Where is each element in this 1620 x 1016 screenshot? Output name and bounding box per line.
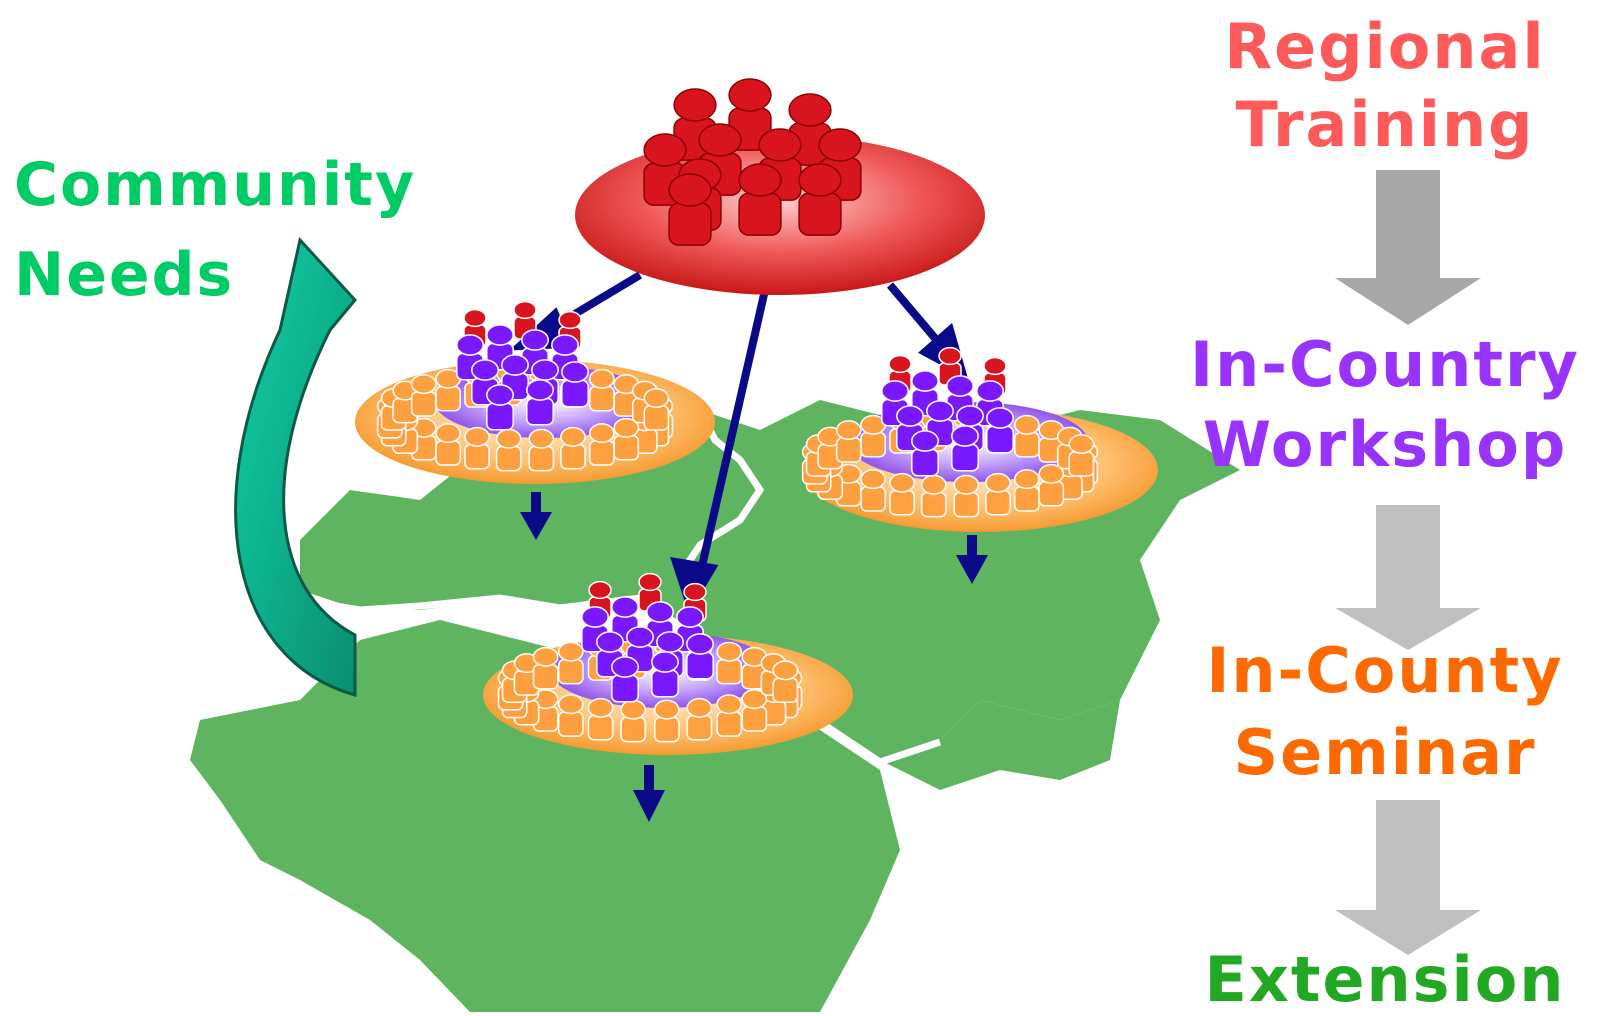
stage-regional-line1: Regional bbox=[1224, 10, 1546, 83]
arrow-down-icon bbox=[520, 492, 988, 822]
person-icon bbox=[920, 474, 947, 518]
person-icon bbox=[835, 420, 862, 463]
person-icon bbox=[889, 472, 915, 516]
stage-regional-line2: Training bbox=[1235, 88, 1535, 161]
map-region-right bbox=[880, 700, 1120, 790]
person-icon bbox=[589, 368, 615, 412]
person-icon bbox=[532, 646, 559, 690]
person-icon bbox=[741, 646, 768, 690]
person-icon bbox=[651, 651, 679, 698]
person-icon bbox=[985, 472, 1011, 516]
stage-extension-line1: Extension bbox=[1204, 943, 1566, 1016]
stage-in-county-seminar: In-County Seminar bbox=[1150, 630, 1620, 794]
person-icon bbox=[435, 423, 461, 466]
stage-seminar-line1: In-County bbox=[1206, 634, 1564, 707]
community-label-line2: Needs bbox=[14, 240, 235, 310]
person-icon bbox=[798, 163, 842, 236]
stage-extension: Extension bbox=[1150, 945, 1620, 1015]
workshop-cluster-right bbox=[801, 346, 1158, 532]
regional-trainers-group bbox=[575, 78, 985, 295]
stage-workshop-line1: In-Country bbox=[1190, 328, 1580, 401]
person-icon bbox=[860, 469, 886, 512]
curved-arrow-icon bbox=[234, 236, 357, 697]
person-icon bbox=[772, 660, 799, 704]
person-icon bbox=[911, 430, 939, 477]
arrow-down-icon bbox=[1335, 170, 1481, 325]
person-icon bbox=[638, 572, 662, 612]
person-icon bbox=[561, 361, 589, 408]
person-icon bbox=[986, 407, 1014, 454]
person-icon bbox=[643, 388, 670, 431]
person-icon bbox=[611, 656, 639, 703]
person-icon bbox=[686, 697, 713, 741]
person-icon bbox=[741, 689, 768, 732]
person-icon bbox=[495, 428, 522, 472]
person-icon bbox=[860, 414, 886, 458]
person-icon bbox=[557, 641, 584, 685]
stage-regional-training: Regional Training bbox=[1150, 8, 1620, 164]
person-icon bbox=[951, 425, 979, 472]
person-icon bbox=[686, 633, 714, 680]
person-icon bbox=[716, 694, 743, 737]
person-icon bbox=[486, 384, 514, 431]
person-icon bbox=[528, 428, 555, 472]
person-icon bbox=[526, 379, 554, 426]
person-icon bbox=[1014, 469, 1040, 512]
people-group-icon bbox=[643, 78, 862, 246]
person-icon bbox=[1068, 434, 1095, 477]
person-icon bbox=[1038, 463, 1065, 507]
person-icon bbox=[557, 694, 584, 737]
workshop-cluster-center bbox=[483, 572, 853, 755]
person-icon bbox=[464, 426, 490, 470]
person-icon bbox=[668, 173, 712, 246]
person-icon bbox=[513, 653, 540, 696]
person-icon bbox=[410, 374, 437, 417]
workshop-cluster-left bbox=[355, 300, 715, 484]
person-icon bbox=[653, 699, 680, 743]
stage-flow-arrows bbox=[1335, 170, 1481, 955]
stage-in-country-workshop: In-Country Workshop bbox=[1150, 325, 1620, 485]
arrow-to-center-workshop bbox=[696, 289, 769, 576]
arrow-down-icon bbox=[1335, 800, 1481, 955]
stage-workshop-line2: Workshop bbox=[1202, 408, 1568, 481]
stage-seminar-line2: Seminar bbox=[1233, 716, 1537, 789]
community-needs-label: Community Needs bbox=[14, 140, 416, 320]
person-icon bbox=[587, 697, 614, 741]
person-icon bbox=[560, 426, 586, 470]
person-icon bbox=[613, 417, 640, 461]
person-icon bbox=[1014, 414, 1040, 458]
person-icon bbox=[953, 474, 980, 518]
map-border-line-2 bbox=[677, 408, 765, 577]
arrow-down-icon bbox=[1335, 505, 1481, 650]
community-label-line1: Community bbox=[14, 150, 417, 220]
person-icon bbox=[716, 641, 743, 685]
person-icon bbox=[738, 163, 782, 236]
person-icon bbox=[620, 699, 647, 743]
person-icon bbox=[589, 423, 615, 466]
